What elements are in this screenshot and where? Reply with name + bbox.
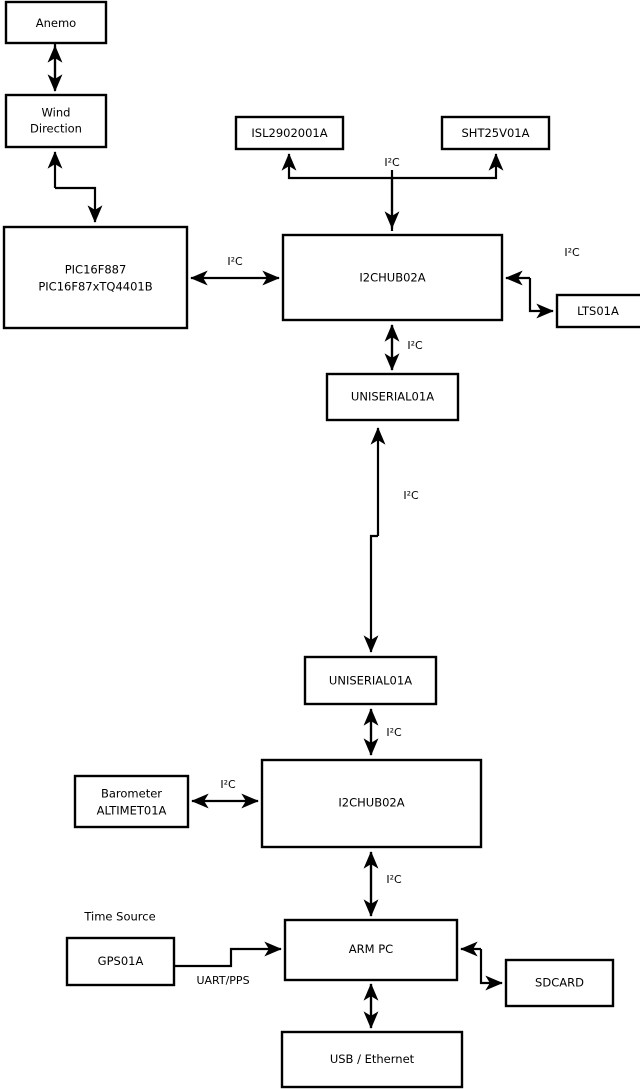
block-anemo[interactable]: Anemo <box>4 0 108 45</box>
block-isl2902001a-rect[interactable] <box>234 115 345 151</box>
block-gps01a-rect[interactable] <box>65 936 176 987</box>
edge-label-hub-uniserial: I²C <box>407 339 423 352</box>
edge-uniserial-link: I²C <box>363 427 419 653</box>
block-i2chub02a-top[interactable]: I2CHUB02A <box>281 233 504 322</box>
edge-armpc-sdcard <box>460 941 503 991</box>
block-i2chub02a-bottom[interactable]: I2CHUB02A <box>260 758 483 849</box>
edge-arrow-to-sht <box>392 153 504 180</box>
edge-barometer-hubbot: I²C <box>191 778 259 809</box>
edge-label-uniserial-link: I²C <box>403 489 419 502</box>
edge-label-hubbot-armpc: I²C <box>386 873 402 886</box>
block-usb-ethernet-rect[interactable] <box>280 1030 464 1089</box>
block-uniserial01a-bottom-rect[interactable] <box>303 655 438 706</box>
edge-label-pic-hub: I²C <box>227 255 243 268</box>
block-pic16f887-label-line2: PIC16F87xTQ4401B <box>38 280 152 294</box>
block-wind-direction-label-line2: Direction <box>30 122 82 136</box>
edge-gps-armpc: UART/PPS <box>174 941 282 987</box>
block-pic16f887-label-line1: PIC16F887 <box>65 263 127 277</box>
block-anemo-rect[interactable] <box>4 0 108 45</box>
block-sdcard-label: SDCARD <box>535 976 584 990</box>
block-arm-pc[interactable]: ARM PC <box>283 918 459 982</box>
edge-label-hub-lts: I²C <box>564 246 580 259</box>
edge-arrow-to-pic <box>55 186 103 223</box>
block-sht25v01a-label: SHT25V01A <box>462 126 530 140</box>
block-gps01a[interactable]: GPS01A <box>65 936 176 987</box>
edge-arrow-to-sdcard <box>479 949 503 991</box>
block-pic16f887[interactable]: PIC16F887 PIC16F87xTQ4401B <box>2 225 189 330</box>
edge-label-barometer-hub: I²C <box>220 778 236 791</box>
block-sht25v01a-rect[interactable] <box>440 115 551 151</box>
block-sdcard[interactable]: SDCARD <box>504 958 615 1008</box>
block-sdcard-rect[interactable] <box>504 958 615 1008</box>
label-time-source: Time Source <box>83 910 155 924</box>
block-i2chub02a-bottom-label: I2CHUB02A <box>338 796 404 810</box>
edge-hubtop-lts: I²C <box>505 246 580 319</box>
block-uniserial01a-top[interactable]: UNISERIAL01A <box>325 372 460 422</box>
block-i2chub02a-bottom-rect[interactable] <box>260 758 483 849</box>
block-arm-pc-rect[interactable] <box>283 918 459 982</box>
edge-label-gps-armpc: UART/PPS <box>196 974 249 987</box>
block-uniserial01a-bottom-label: UNISERIAL01A <box>329 674 412 688</box>
edge-arrow-to-armpc <box>174 941 282 968</box>
block-anemo-label: Anemo <box>36 16 76 30</box>
block-usb-ethernet[interactable]: USB / Ethernet <box>280 1030 464 1089</box>
edge-uniserialbot-hubbot: I²C <box>363 708 402 756</box>
block-uniserial01a-bottom[interactable]: UNISERIAL01A <box>303 655 438 706</box>
block-barometer[interactable]: Barometer ALTIMET01A <box>73 774 190 829</box>
edge-hubtop-uniserialtop: I²C <box>384 324 423 371</box>
block-barometer-label-line2: ALTIMET01A <box>97 804 167 818</box>
block-sht25v01a[interactable]: SHT25V01A <box>440 115 551 151</box>
edge-arrow-to-lts <box>528 278 554 319</box>
block-gps01a-label: GPS01A <box>98 954 144 968</box>
block-lts01a-rect[interactable] <box>555 293 640 329</box>
block-barometer-label-line1: Barometer <box>101 787 162 801</box>
block-isl2902001a-label: ISL2902001A <box>251 126 327 140</box>
block-isl2902001a[interactable]: ISL2902001A <box>234 115 345 151</box>
block-uniserial01a-top-rect[interactable] <box>325 372 460 422</box>
block-usb-ethernet-label: USB / Ethernet <box>330 1052 415 1066</box>
edge-hubbot-armpc: I²C <box>363 851 402 917</box>
block-barometer-rect[interactable] <box>73 774 190 829</box>
block-i2chub02a-top-label: I2CHUB02A <box>359 271 425 285</box>
edge-label-uniserial-hubbot: I²C <box>386 726 402 739</box>
edge-label-hub-sensors: I²C <box>384 156 400 169</box>
block-wind-direction-label-line1: Wind <box>42 106 71 120</box>
edge-arrow-down-long <box>363 534 379 653</box>
edge-pic-hubtop: I²C <box>190 255 280 286</box>
block-wind-direction-rect[interactable] <box>4 93 108 149</box>
edge-arrow-to-isl <box>281 153 394 231</box>
block-uniserial01a-top-label: UNISERIAL01A <box>351 390 434 404</box>
edge-hubtop-sensors: I²C <box>281 153 504 231</box>
block-i2chub02a-top-rect[interactable] <box>281 233 504 322</box>
block-wind-direction[interactable]: Wind Direction <box>4 93 108 149</box>
block-lts01a-label: LTS01A <box>577 304 619 318</box>
block-lts01a[interactable]: LTS01A <box>555 293 640 329</box>
edge-pic-wind <box>47 151 103 223</box>
block-arm-pc-label: ARM PC <box>349 942 393 956</box>
block-pic16f887-rect[interactable] <box>2 225 189 330</box>
